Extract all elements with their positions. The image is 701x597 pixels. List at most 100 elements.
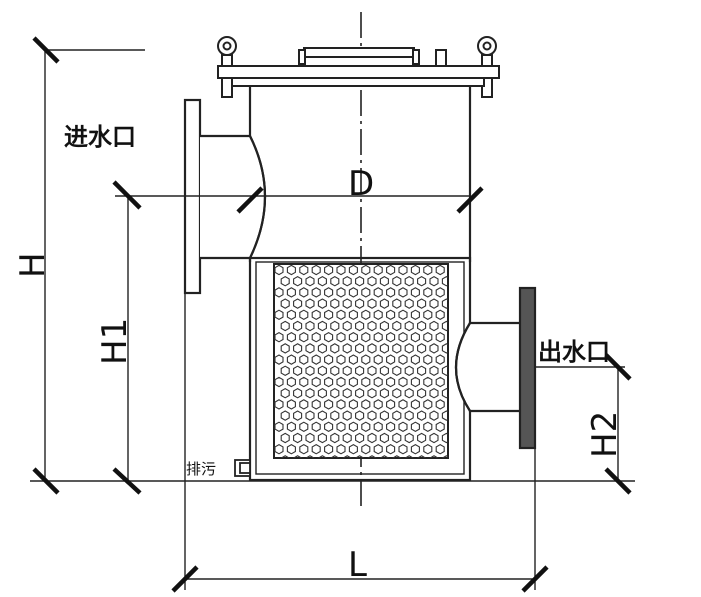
basket-hole xyxy=(299,421,309,433)
basket-hole xyxy=(311,354,321,365)
basket-hole xyxy=(367,298,377,309)
outlet-pipe xyxy=(454,286,537,450)
basket-hole xyxy=(330,410,340,421)
basket-hole xyxy=(410,399,420,410)
basket-hole xyxy=(280,410,290,421)
basket-hole xyxy=(441,365,448,377)
basket-hole xyxy=(280,365,290,377)
vent-plug xyxy=(435,49,447,67)
basket-hole xyxy=(330,432,340,444)
basket-hole xyxy=(299,287,309,298)
basket-hole xyxy=(386,309,396,321)
basket-hole xyxy=(330,343,340,354)
basket-hole xyxy=(286,287,296,298)
inlet-label: 进水口 xyxy=(64,123,136,151)
outlet-flange xyxy=(518,286,537,450)
basket-hole xyxy=(286,264,296,276)
basket-hole xyxy=(305,387,315,399)
basket-hole xyxy=(324,443,334,455)
dimension-ticks xyxy=(32,36,632,593)
basket-hole xyxy=(286,376,296,388)
basket-hole xyxy=(299,399,309,410)
basket-hole xyxy=(330,320,340,332)
basket-hole xyxy=(286,399,296,410)
basket-hole xyxy=(324,376,334,388)
basket-hole xyxy=(317,275,327,287)
basket-hole xyxy=(299,354,309,365)
basket-hole xyxy=(274,421,284,433)
basket-hole xyxy=(398,376,408,388)
basket-hole xyxy=(286,309,296,321)
basket-hole xyxy=(361,443,371,455)
basket-hole xyxy=(373,331,383,343)
basket-hole xyxy=(299,376,309,388)
basket-hole xyxy=(379,275,389,287)
basket-hole xyxy=(348,421,358,433)
basket-hole xyxy=(317,298,327,309)
basket-hole xyxy=(373,287,383,298)
basket-hole xyxy=(330,387,340,399)
basket-hole xyxy=(429,298,439,309)
perforated-basket xyxy=(273,263,457,459)
basket-hole xyxy=(342,410,352,421)
basket-hole xyxy=(429,410,439,421)
basket-hole xyxy=(280,343,290,354)
basket-hole xyxy=(441,387,448,399)
basket-hole xyxy=(355,365,365,377)
basket-hole xyxy=(410,421,420,433)
basket-hole xyxy=(348,287,358,298)
basket-hole xyxy=(423,264,433,276)
basket-hole xyxy=(373,264,383,276)
basket-hole xyxy=(417,410,427,421)
basket-hole xyxy=(373,399,383,410)
basket-hole xyxy=(435,443,445,455)
basket-hole xyxy=(311,399,321,410)
basket-hole xyxy=(361,354,371,365)
basket-hole xyxy=(293,432,303,444)
basket-hole xyxy=(348,443,358,455)
basket-hole xyxy=(274,287,284,298)
basket-hole xyxy=(311,443,321,455)
basket-hole xyxy=(361,421,371,433)
basket-hole xyxy=(336,376,346,388)
basket-hole xyxy=(449,310,457,319)
basket-hole xyxy=(410,443,420,455)
basket-hole xyxy=(379,343,389,354)
basket-hole xyxy=(423,287,433,298)
basket-hole xyxy=(435,399,445,410)
basket-hole xyxy=(324,399,334,410)
basket-hole xyxy=(280,387,290,399)
basket-hole xyxy=(404,320,414,332)
basket-hole xyxy=(417,275,427,287)
basket-hole xyxy=(361,331,371,343)
basket-hole xyxy=(386,287,396,298)
basket-hole xyxy=(342,432,352,444)
basket-hole xyxy=(417,298,427,309)
basket-hole xyxy=(336,443,346,455)
basket-hole xyxy=(336,421,346,433)
basket-hole xyxy=(404,432,414,444)
basket-hole xyxy=(441,298,448,309)
basket-hole xyxy=(274,354,284,365)
basket-hole xyxy=(286,354,296,365)
basket-hole xyxy=(429,387,439,399)
basket-hole xyxy=(280,320,290,332)
basket-hole xyxy=(274,443,284,455)
basket-hole xyxy=(367,343,377,354)
basket-hole xyxy=(404,410,414,421)
basket-hole xyxy=(386,399,396,410)
basket-hole xyxy=(299,331,309,343)
basket-hole xyxy=(361,376,371,388)
basket-hole xyxy=(379,365,389,377)
basket-hole xyxy=(373,421,383,433)
basket-hole xyxy=(386,331,396,343)
outlet-label: 出水口 xyxy=(538,338,610,366)
basket-hole xyxy=(392,275,402,287)
basket-hole xyxy=(311,309,321,321)
basket-hole xyxy=(398,354,408,365)
basket-hole xyxy=(398,399,408,410)
basket-hole xyxy=(410,287,420,298)
basket-hole xyxy=(293,343,303,354)
basket-hole xyxy=(441,343,448,354)
basket-hole xyxy=(361,287,371,298)
